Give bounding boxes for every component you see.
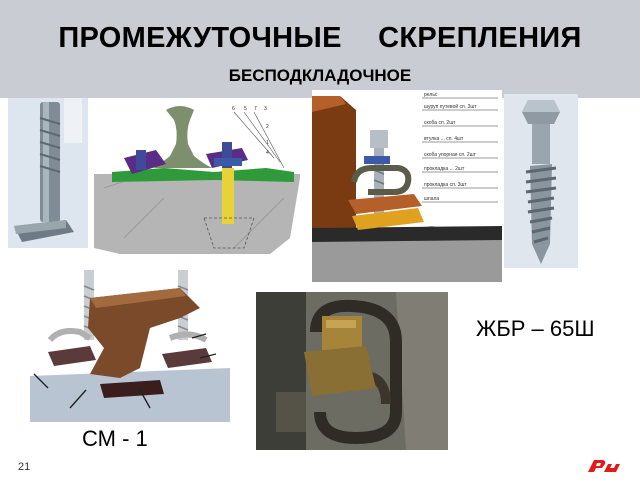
callout-label: шпала — [424, 196, 439, 202]
jbr-label: ЖБР – 65Ш — [476, 316, 595, 341]
drawing-number: 3 — [264, 106, 267, 112]
bolt-image — [8, 98, 88, 248]
sm1-assembly-image — [30, 258, 230, 422]
drawing-number: 4 — [266, 150, 269, 156]
drawing-number: 2 — [266, 124, 269, 130]
callout-label: прокладка сп. 3шт — [424, 182, 467, 188]
exploded-assembly-image: рельс шуруп путевой сп. 3шт скоба сп. 2ш… — [312, 90, 502, 282]
drawing-number: 5 — [244, 106, 247, 112]
drawing-number: 6 — [232, 106, 235, 112]
callout-labels: рельс шуруп путевой сп. 3шт скоба сп. 2ш… — [422, 92, 498, 203]
callout-label: втулка ... сп. 4шт — [424, 136, 464, 142]
sm1-label: СМ - 1 — [82, 426, 148, 451]
drawing-number: 7 — [254, 106, 257, 112]
callout-label: скоба упорная сп. 2шт — [424, 152, 477, 158]
slide-title: ПРОМЕЖУТОЧНЫЕ СКРЕПЛЕНИЯ — [58, 22, 582, 54]
page-number: 21 — [18, 461, 31, 473]
track-screw-image — [504, 94, 578, 268]
rzd-logo-icon — [584, 456, 624, 476]
drawing-number: 1 — [266, 140, 269, 146]
drawing-number-labels: 6 5 7 3 2 1 4 — [232, 106, 269, 156]
jbr65sh-photo — [256, 292, 448, 450]
callout-label: шуруп путевой сп. 3шт — [424, 103, 477, 110]
callout-label: рельс — [424, 92, 438, 98]
fastening-cross-section-drawing: 6 5 7 3 2 1 4 — [94, 98, 300, 256]
slide-header — [0, 0, 640, 98]
slide-subtitle: БЕСПОДКЛАДОЧНОЕ — [228, 66, 412, 85]
callout-label: скоба сп. 2шт — [424, 120, 456, 126]
callout-label: прокладка ... 2шт — [424, 166, 465, 172]
